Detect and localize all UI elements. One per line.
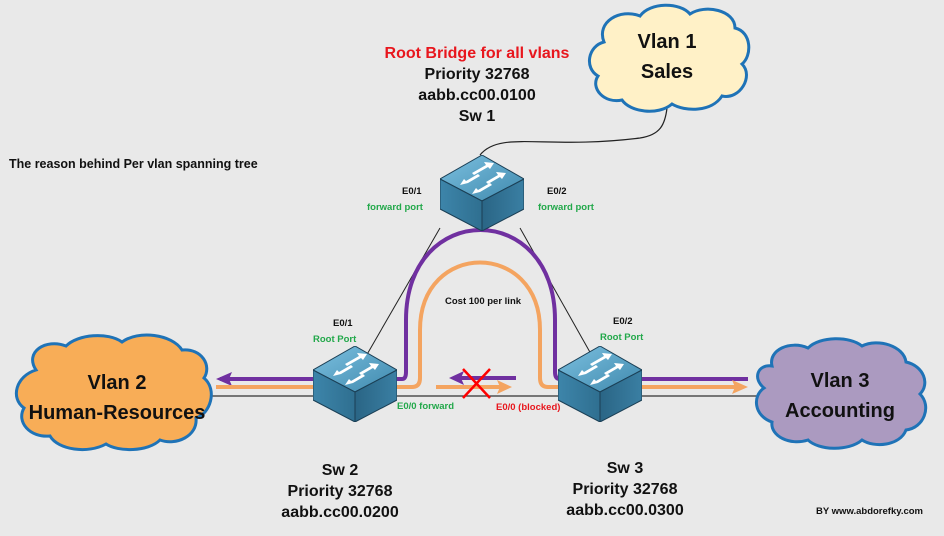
vlan2-id: Vlan 2 (87, 372, 147, 394)
arrow-purple-blocked (449, 371, 464, 385)
vlan1-id: Vlan 1 (637, 31, 697, 53)
sw2-port-e01-state: Root Port (313, 334, 357, 345)
sw1-port-e01: E0/1 (402, 186, 422, 197)
diagram-title: The reason behind Per vlan spanning tree (9, 157, 258, 171)
vlan2-label: Vlan 2 Human-Resources (29, 368, 206, 428)
arrow-orange-right (732, 380, 748, 394)
sw1-port-e02-state: forward port (538, 202, 594, 213)
sw3-info: Sw 3 Priority 32768 aabb.cc00.0300 (566, 458, 683, 521)
credit-text: BY www.abdorefky.com (816, 506, 923, 517)
sw3-port-e02: E0/2 (613, 316, 633, 327)
root-bridge-heading: Root Bridge for all vlans (384, 45, 570, 62)
blocked-x-icon (462, 368, 491, 399)
sw1-port-e02: E0/2 (547, 186, 567, 197)
cloud-vlan1 (588, 3, 751, 113)
sw2-info: Sw 2 Priority 32768 aabb.cc00.0200 (281, 460, 398, 523)
sw2-mac: aabb.cc00.0200 (281, 504, 399, 521)
sw3-priority: Priority 32768 (572, 481, 678, 498)
vlan3-label: Vlan 3 Accounting (785, 366, 895, 426)
sw3-port-e00-state: E0/0 (blocked) (496, 402, 561, 413)
sw2-name: Sw 2 (321, 462, 359, 479)
vlan3-name: Accounting (785, 400, 895, 422)
sw2-port-e01: E0/1 (333, 318, 353, 329)
sw3-mac: aabb.cc00.0300 (566, 502, 684, 519)
sw1-priority: Priority 32768 (424, 66, 530, 83)
vlan2-name: Human-Resources (28, 402, 206, 424)
sw1-mac: aabb.cc00.0100 (418, 87, 536, 104)
cost-note: Cost 100 per link (445, 296, 522, 307)
sw3-name: Sw 3 (606, 460, 644, 477)
switch-sw1-icon[interactable] (440, 155, 524, 231)
vlan1-label: Vlan 1 Sales (638, 27, 697, 87)
switch-sw2-icon[interactable] (313, 346, 397, 422)
arrow-purple-left (216, 372, 232, 386)
sw1-name: Sw 1 (458, 108, 496, 125)
vlan1-name: Sales (640, 61, 694, 83)
sw1-info: Root Bridge for all vlans Priority 32768… (385, 43, 570, 127)
link-sw1-sw2 (357, 227, 441, 371)
sw1-port-e01-state: forward port (367, 202, 423, 213)
link-sw1-sw3 (519, 227, 601, 371)
sw2-port-e00-state: E0/0 forward (397, 401, 455, 412)
sw3-port-e02-state: Root Port (600, 332, 644, 343)
cloud-vlan2 (14, 333, 213, 451)
path-orange-loop (216, 260, 738, 389)
arrow-orange-blocked (497, 380, 512, 394)
cloud-vlan3 (755, 337, 928, 450)
link-sw1-vlan1 (479, 107, 668, 156)
vlan3-id: Vlan 3 (810, 370, 870, 392)
sw2-priority: Priority 32768 (287, 483, 393, 500)
switch-sw3-icon[interactable] (558, 346, 642, 422)
